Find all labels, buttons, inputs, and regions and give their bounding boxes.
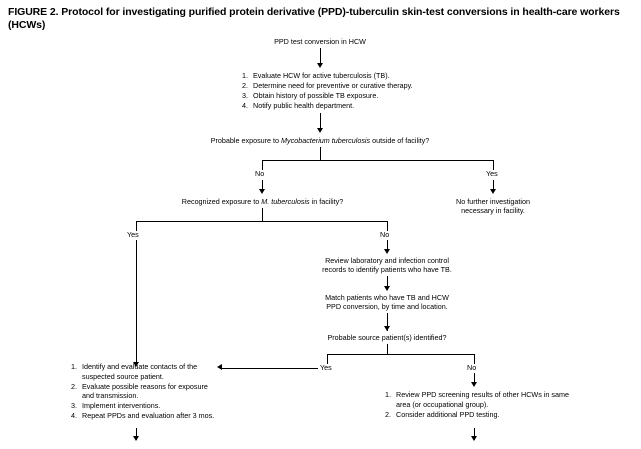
figure-title: FIGURE 2. Protocol for investigating pur… — [8, 6, 620, 31]
connector-decision-source-left-drop — [327, 354, 328, 364]
list-item-text: Determine need for preventive or curativ… — [253, 81, 413, 91]
review-records-line-2: records to identify patients who have TB… — [322, 265, 452, 274]
arrowhead-screening-terminator — [470, 436, 477, 441]
no-further-line-1: No further investigation — [456, 197, 530, 206]
match-patients-line-1: Match patients who have TB and HCW — [325, 293, 449, 302]
branch-label-source-yes: Yes — [320, 363, 332, 372]
connector-outside-yes-down — [493, 180, 494, 191]
node-decision-source-patient: Probable source patient(s) identified? — [327, 333, 447, 342]
list-item-text: Notify public health department. — [253, 101, 355, 111]
node-review-records: Review laboratory and infection control … — [322, 256, 452, 274]
list-item: 4. Notify public health department. — [242, 101, 452, 111]
list-item: 3. Obtain history of possible TB exposur… — [242, 91, 452, 101]
branch-label-outside-no: No — [255, 169, 265, 178]
connector-decision-outside-stem — [320, 147, 321, 160]
branch-label-outside-yes: Yes — [486, 169, 498, 178]
list-item: 2. Evaluate possible reasons for exposur… — [71, 382, 221, 401]
connector-decision-source-stem — [387, 344, 388, 354]
connector-decision-outside-left-drop — [262, 160, 263, 170]
match-patients-line-2: PPD conversion, by time and location. — [326, 302, 448, 311]
review-records-line-1: Review laboratory and infection control — [325, 256, 449, 265]
connector-match-to-decision-source — [387, 313, 388, 331]
list-item: 1. Identify and evaluate contacts of the… — [71, 362, 221, 381]
node-initial-actions: 1. Evaluate HCW for active tuberculosis … — [242, 71, 452, 111]
connector-decision-facility-stem — [262, 208, 263, 221]
connector-actions-to-decision-outside — [320, 113, 321, 130]
arrowhead-facility-yes — [132, 362, 139, 367]
list-item-text: Evaluate possible reasons for exposure a… — [82, 381, 208, 401]
list-item-text: Implement interventions. — [82, 401, 161, 411]
connector-decision-facility-bus — [136, 221, 388, 222]
arrowhead-to-decision-outside — [316, 128, 323, 133]
list-item: 3. Implement interventions. — [71, 401, 221, 411]
decision-facility-organism: M. tuberculosis — [261, 197, 310, 206]
arrowhead-outside-no — [258, 189, 265, 194]
arrowhead-source-no — [470, 382, 477, 387]
connector-source-yes-left — [222, 367, 318, 369]
node-screening-actions: 1. Review PPD screening results of other… — [385, 390, 575, 420]
node-decision-exposure-facility: Recognized exposure to M. tuberculosis i… — [140, 197, 385, 206]
list-item-text: Review PPD screening results of other HC… — [396, 390, 569, 409]
list-item-text: Identify and evaluate contacts of the su… — [82, 362, 198, 381]
connector-outside-no-down — [262, 180, 263, 191]
connector-facility-no-down — [387, 240, 388, 251]
list-item-number: 1. — [242, 71, 248, 80]
list-item-text: Evaluate HCW for active tuberculosis (TB… — [253, 71, 390, 80]
node-no-further-investigation: No further investigation necessary in fa… — [433, 197, 553, 215]
no-further-line-2: necessary in facility. — [461, 206, 525, 215]
connector-decision-outside-right-drop — [493, 160, 494, 170]
list-item-number: 3. — [242, 91, 248, 101]
arrowhead-to-initial-actions — [316, 63, 323, 68]
decision-outside-prefix: Probable exposure to — [210, 136, 282, 145]
list-item-number: 2. — [71, 381, 77, 391]
connector-facility-yes-long-drop — [136, 240, 137, 365]
list-item: 4. Repeat PPDs and evaluation after 3 mo… — [71, 411, 221, 421]
list-item-number: 1. — [385, 390, 391, 399]
list-item-text: Consider additional PPD testing. — [396, 409, 500, 419]
list-item-number: 4. — [71, 411, 77, 421]
arrowhead-outside-yes — [489, 189, 496, 194]
list-item-number: 1. — [71, 362, 77, 371]
connector-decision-source-bus — [327, 354, 475, 355]
arrowhead-facility-no — [383, 249, 390, 254]
decision-outside-suffix: outside of facility? — [370, 136, 430, 145]
list-item: 1. Evaluate HCW for active tuberculosis … — [242, 71, 452, 81]
connector-contacts-terminator-stem — [136, 428, 137, 440]
node-start: PPD test conversion in HCW — [274, 37, 366, 46]
list-item: 1. Review PPD screening results of other… — [385, 390, 575, 409]
arrowhead-to-match — [383, 286, 390, 291]
connector-decision-facility-right-drop — [387, 221, 388, 231]
arrowhead-to-decision-source — [383, 326, 390, 331]
node-contacts-actions: 1. Identify and evaluate contacts of the… — [71, 362, 221, 422]
arrowhead-source-yes — [217, 364, 222, 370]
connector-start-to-actions — [320, 48, 321, 65]
connector-decision-outside-bus — [262, 160, 494, 161]
decision-outside-organism: Mycobacterium tuberculosis — [281, 136, 371, 145]
connector-decision-facility-left-drop — [136, 221, 137, 231]
connector-decision-source-right-drop — [474, 354, 475, 364]
list-item-number: 2. — [242, 81, 248, 91]
list-item-number: 3. — [71, 401, 77, 411]
connector-screening-terminator-stem — [474, 428, 475, 440]
list-item: 2. Determine need for preventive or cura… — [242, 81, 452, 91]
arrowhead-contacts-terminator — [132, 436, 139, 441]
decision-facility-prefix: Recognized exposure to — [181, 197, 262, 206]
list-item-text: Obtain history of possible TB exposure. — [253, 91, 379, 101]
branch-label-source-no: No — [467, 363, 477, 372]
node-decision-exposure-outside: Probable exposure to Mycobacterium tuber… — [180, 136, 460, 145]
list-item-number: 4. — [242, 101, 248, 111]
node-match-patients: Match patients who have TB and HCW PPD c… — [322, 293, 452, 311]
decision-facility-suffix: in facility? — [309, 197, 344, 206]
list-item-text: Repeat PPDs and evaluation after 3 mos. — [82, 411, 215, 421]
connector-source-no-down — [474, 373, 475, 384]
branch-label-facility-no: No — [380, 230, 390, 239]
list-item-number: 2. — [385, 409, 391, 419]
branch-label-facility-yes: Yes — [127, 230, 139, 239]
connector-review-to-match — [387, 276, 388, 290]
list-item: 2. Consider additional PPD testing. — [385, 410, 575, 420]
